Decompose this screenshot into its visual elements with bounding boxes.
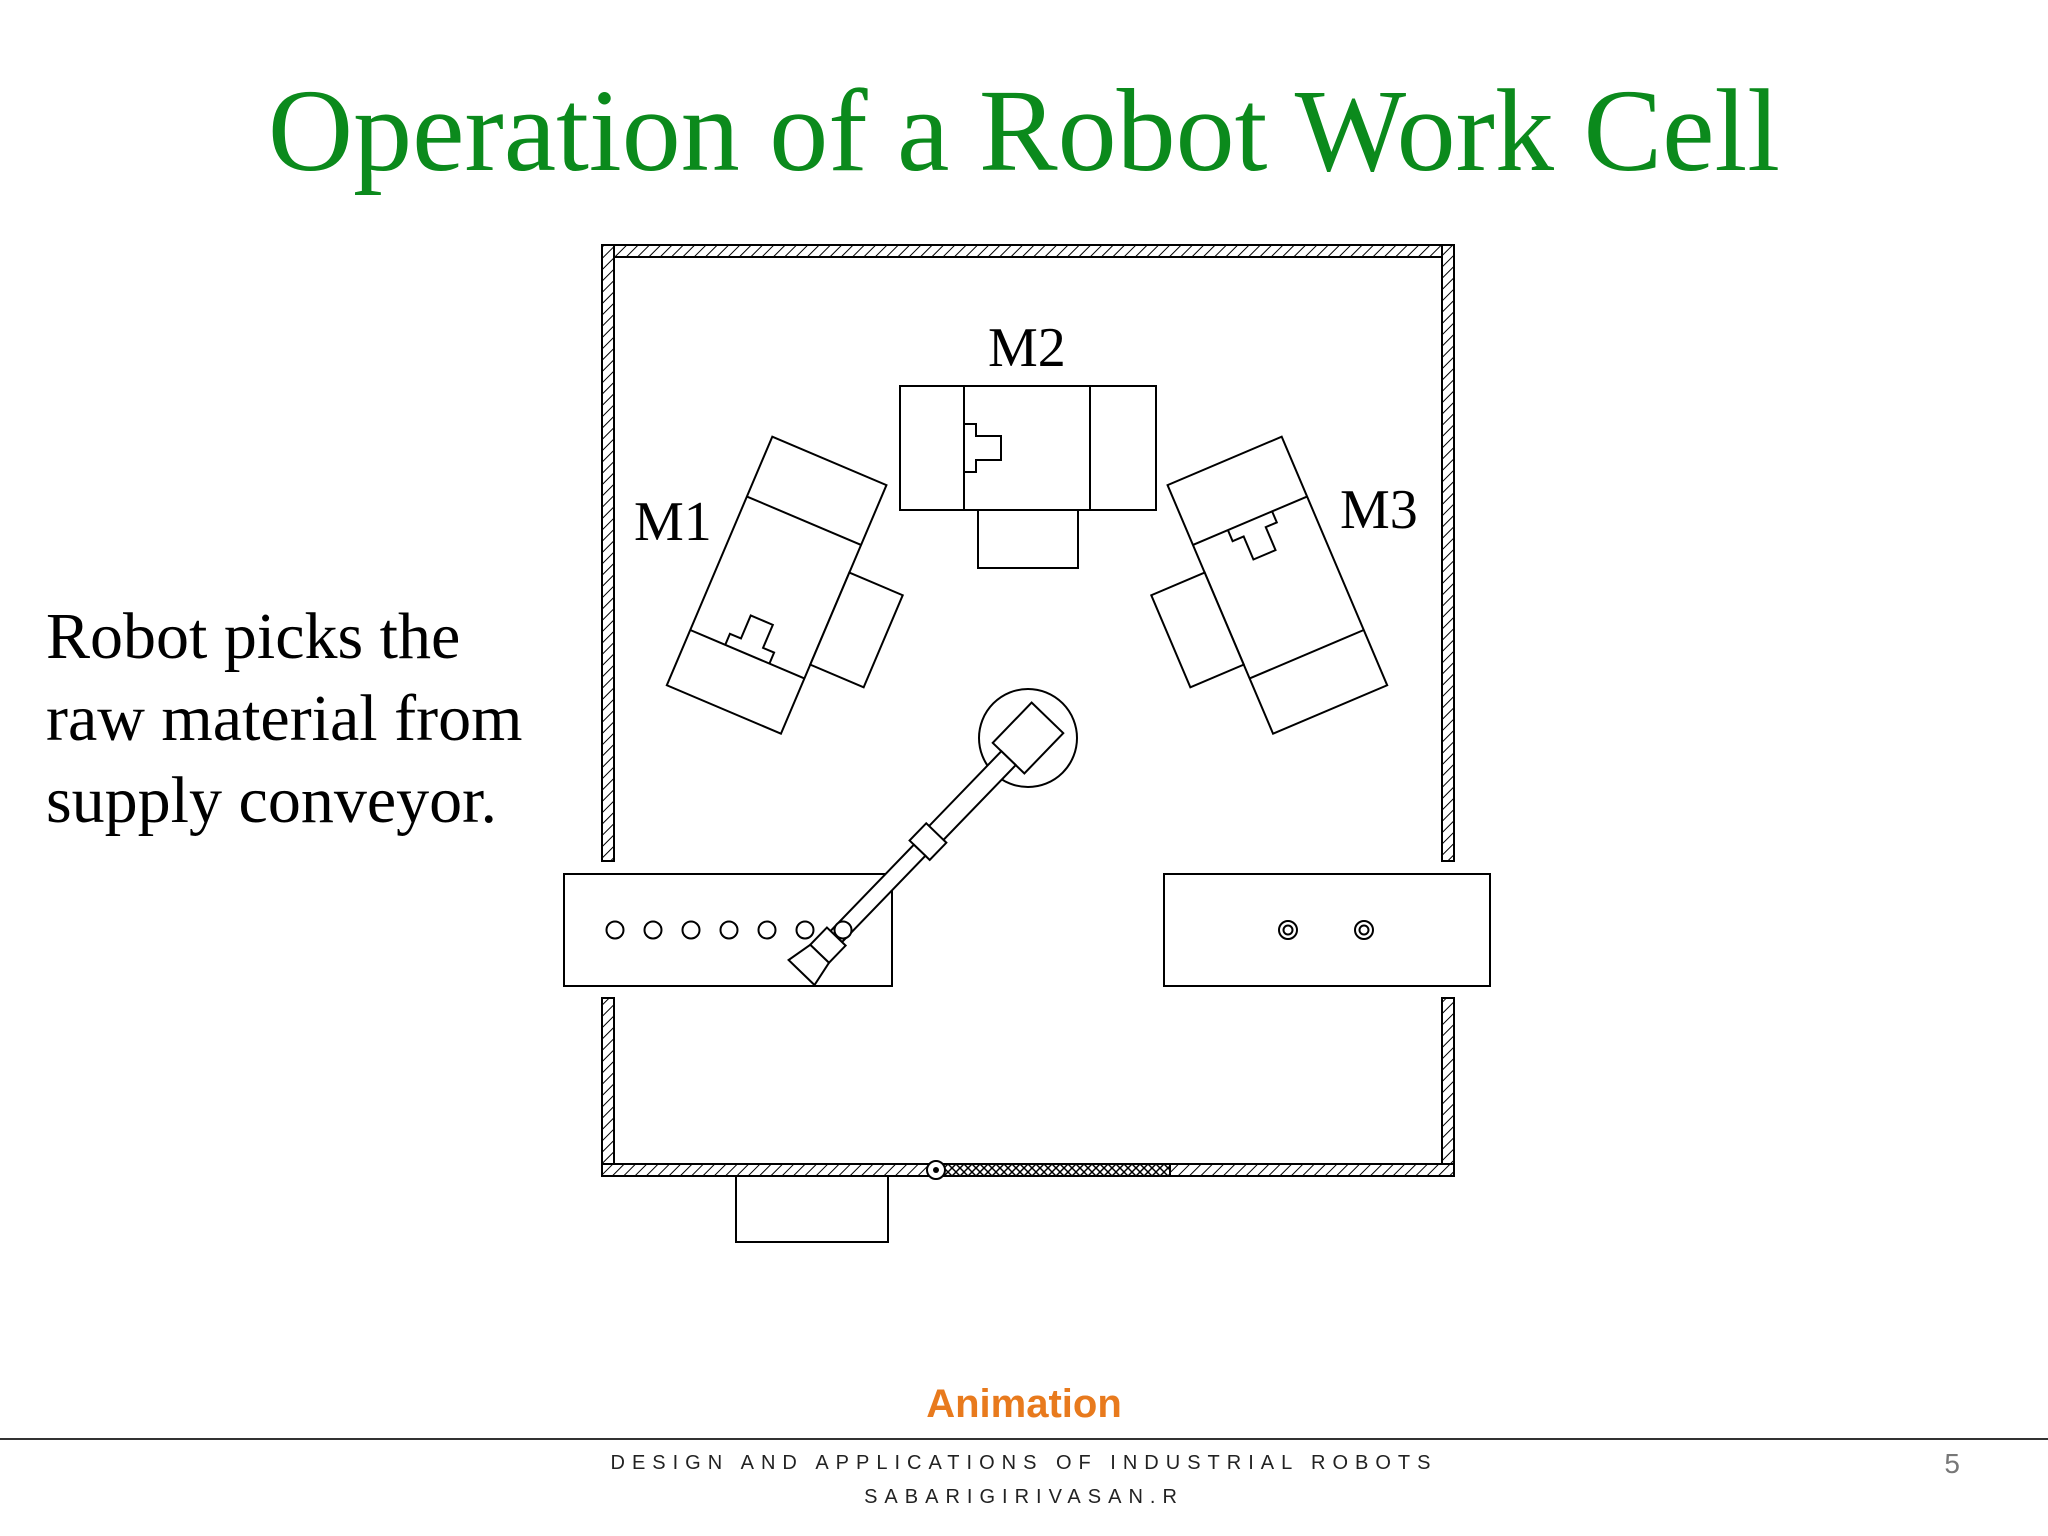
caption: Robot picks the raw material from supply… xyxy=(46,596,606,842)
machine-m2: M2 xyxy=(899,317,1157,569)
raw-part xyxy=(757,920,777,940)
footer-course-title: DESIGN AND APPLICATIONS OF INDUSTRIAL RO… xyxy=(610,1452,1438,1474)
finished-part-core xyxy=(1282,924,1294,936)
robot-gripper xyxy=(787,943,831,987)
wall-right-lower xyxy=(1441,997,1455,1177)
m2-base xyxy=(977,509,1079,569)
machine-m3 xyxy=(1149,435,1389,735)
raw-part xyxy=(643,920,663,940)
m1-label: M1 xyxy=(634,491,712,553)
raw-part xyxy=(719,920,739,940)
page-number: 5 xyxy=(1944,1448,1960,1479)
m1-part xyxy=(724,614,776,664)
control-box xyxy=(735,1175,889,1243)
machine-m1 xyxy=(665,435,905,735)
supply-conveyor xyxy=(563,873,893,987)
footer-divider xyxy=(0,1438,2048,1440)
raw-part xyxy=(681,920,701,940)
output-conveyor xyxy=(1163,873,1491,987)
m3-side xyxy=(1149,571,1246,689)
gate-hinge-center xyxy=(933,1167,939,1173)
m1-side xyxy=(808,571,905,689)
gripped-part xyxy=(833,920,853,940)
wall-bottom-right xyxy=(1169,1163,1455,1177)
footer-author: SABARIGIRIVASAN.R xyxy=(864,1486,1184,1508)
slide-title: Operation of a Robot Work Cell xyxy=(267,65,1781,196)
robot-upper-arm xyxy=(923,749,1018,846)
animation-link[interactable]: Animation xyxy=(926,1382,1122,1426)
wall-left-upper xyxy=(601,244,615,862)
m3-label: M3 xyxy=(1340,479,1418,541)
finished-part-core xyxy=(1358,924,1370,936)
m3-part xyxy=(1227,510,1279,561)
cell-walls xyxy=(601,244,1455,1180)
wall-right-upper xyxy=(1441,244,1455,862)
m2-body xyxy=(899,385,1157,511)
output-conveyor-body xyxy=(1163,873,1491,987)
robot xyxy=(787,688,1078,987)
caption-line-1: Robot picks the xyxy=(46,600,461,673)
caption-line-3: supply conveyor. xyxy=(46,764,497,837)
wall-left-lower xyxy=(601,997,615,1177)
raw-part xyxy=(605,920,625,940)
m2-part xyxy=(964,423,1002,473)
m2-label: M2 xyxy=(988,317,1066,379)
wall-bottom-left xyxy=(601,1163,933,1177)
raw-part xyxy=(795,920,815,940)
gate xyxy=(939,1163,1171,1177)
wall-top xyxy=(601,244,1455,258)
caption-line-2: raw material from xyxy=(46,682,523,755)
